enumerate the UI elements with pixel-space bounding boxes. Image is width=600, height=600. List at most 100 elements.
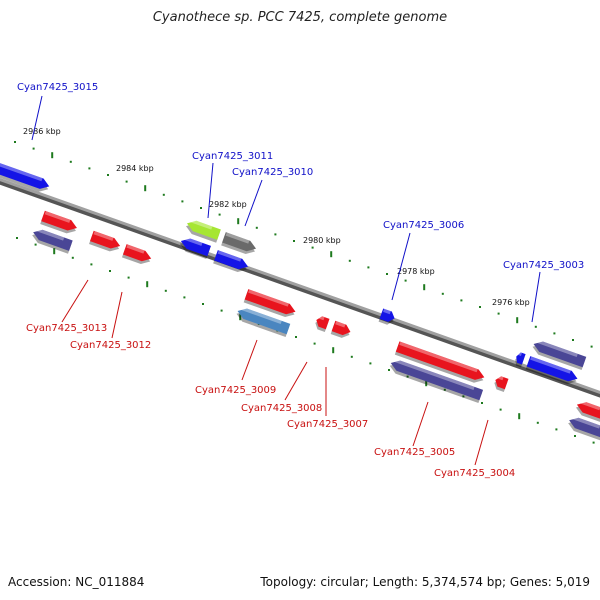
minor-tick — [218, 213, 221, 216]
gene-label[interactable]: Cyan7425_3011 — [192, 151, 273, 162]
minor-tick — [460, 299, 463, 302]
major-tick — [330, 251, 333, 258]
minor-tick — [534, 325, 537, 328]
minor-tick — [220, 309, 223, 312]
map-title: Cyanothece sp. PCC 7425, complete genome — [152, 10, 448, 25]
accession-text: Accession: NC_011884 — [8, 575, 145, 589]
ruler-label: 2980 kbp — [303, 236, 341, 245]
ruler-label: 2978 kbp — [397, 267, 435, 276]
major-tick — [237, 218, 240, 225]
gene-features — [0, 160, 600, 442]
gene-label[interactable]: Cyan7425_3012 — [70, 340, 151, 351]
major-tick — [423, 284, 426, 291]
minor-tick — [274, 233, 277, 236]
minor-tick — [443, 388, 446, 391]
ruler-label: 2984 kbp — [116, 164, 154, 173]
major-tick — [518, 413, 521, 420]
minor-tick — [71, 256, 74, 259]
minor-tick — [32, 147, 35, 150]
gene-arrow[interactable] — [531, 339, 587, 371]
minor-tick — [386, 273, 388, 275]
minor-tick — [462, 395, 465, 398]
gene-arrow[interactable] — [314, 315, 330, 333]
minor-tick — [313, 342, 316, 345]
gene-arrow[interactable] — [378, 308, 397, 326]
gene-label[interactable]: Cyan7425_3009 — [195, 385, 276, 396]
major-tick — [51, 152, 54, 159]
minor-tick — [592, 441, 595, 444]
minor-tick — [311, 246, 314, 249]
minor-tick — [200, 207, 202, 209]
gene-arrow[interactable] — [213, 250, 250, 275]
gene-arrow[interactable] — [394, 341, 486, 385]
gene-arrow[interactable] — [121, 244, 153, 267]
minor-tick — [183, 296, 186, 299]
gene-label[interactable]: Cyan7425_3004 — [434, 468, 515, 479]
minor-tick — [125, 180, 128, 183]
minor-tick — [572, 339, 574, 341]
major-tick — [144, 185, 147, 192]
gene-arrow[interactable] — [235, 306, 291, 338]
gene-arrow[interactable] — [330, 320, 353, 340]
minor-tick — [295, 336, 297, 338]
minor-tick — [536, 421, 539, 424]
gene-arrow[interactable] — [513, 351, 526, 368]
gene-arrow[interactable] — [178, 236, 211, 260]
gene-arrow[interactable] — [388, 358, 484, 404]
major-tick — [53, 248, 56, 255]
ruler-labels: 2986 kbp 2984 kbp 2982 kbp 2980 kbp 2978… — [23, 127, 530, 307]
major-tick — [516, 317, 519, 324]
minor-tick — [90, 263, 93, 266]
gene-label[interactable]: Cyan7425_3005 — [374, 447, 455, 458]
minor-tick — [499, 408, 502, 411]
gene-arrow[interactable] — [40, 210, 79, 236]
minor-tick — [88, 167, 91, 170]
topology-text: Topology: circular; Length: 5,374,574 bp… — [260, 575, 590, 589]
minor-tick — [181, 200, 184, 203]
gene-label[interactable]: Cyan7425_3007 — [287, 419, 368, 430]
minor-tick — [497, 312, 500, 315]
gene-arrow[interactable] — [184, 218, 221, 243]
gene-arrow[interactable] — [221, 232, 258, 257]
backbone — [0, 177, 600, 398]
minor-tick — [107, 174, 109, 176]
gene-label[interactable]: Cyan7425_3003 — [503, 260, 584, 271]
label-leaders — [31, 95, 541, 466]
minor-tick — [369, 362, 372, 365]
minor-tick — [574, 435, 576, 437]
gene-arrow[interactable] — [89, 230, 122, 254]
ruler-label: 2986 kbp — [23, 127, 61, 136]
gene-label[interactable]: Cyan7425_3013 — [26, 323, 107, 334]
minor-tick — [388, 369, 390, 371]
gene-label[interactable]: Cyan7425_3010 — [232, 167, 313, 178]
gene-arrow[interactable] — [0, 160, 51, 194]
gene-arrow[interactable] — [493, 375, 509, 393]
minor-tick — [404, 279, 407, 282]
minor-tick — [127, 276, 130, 279]
minor-tick — [164, 289, 167, 292]
major-tick — [146, 281, 149, 288]
minor-tick — [441, 292, 444, 295]
gene-label[interactable]: Cyan7425_3015 — [17, 82, 98, 93]
minor-tick — [202, 303, 204, 305]
minor-tick — [481, 402, 483, 404]
minor-tick — [255, 226, 258, 229]
minor-tick — [406, 375, 409, 378]
gene-arrow[interactable] — [525, 356, 580, 387]
gene-label[interactable]: Cyan7425_3008 — [241, 403, 322, 414]
gene-arrow[interactable] — [243, 289, 298, 320]
ruler-label: 2976 kbp — [492, 298, 530, 307]
gene-arrow[interactable] — [566, 415, 600, 442]
gene-label[interactable]: Cyan7425_3006 — [383, 220, 464, 231]
minor-tick — [293, 240, 295, 242]
gene-arrow[interactable] — [30, 227, 73, 254]
ruler-label: 2982 kbp — [209, 200, 247, 209]
minor-tick — [350, 355, 353, 358]
ruler-ticks — [14, 141, 595, 444]
minor-tick — [16, 237, 18, 239]
gene-labels-bottom: Cyan7425_3013 Cyan7425_3012 Cyan7425_300… — [26, 323, 515, 479]
minor-tick — [69, 160, 72, 163]
major-tick — [239, 314, 242, 321]
